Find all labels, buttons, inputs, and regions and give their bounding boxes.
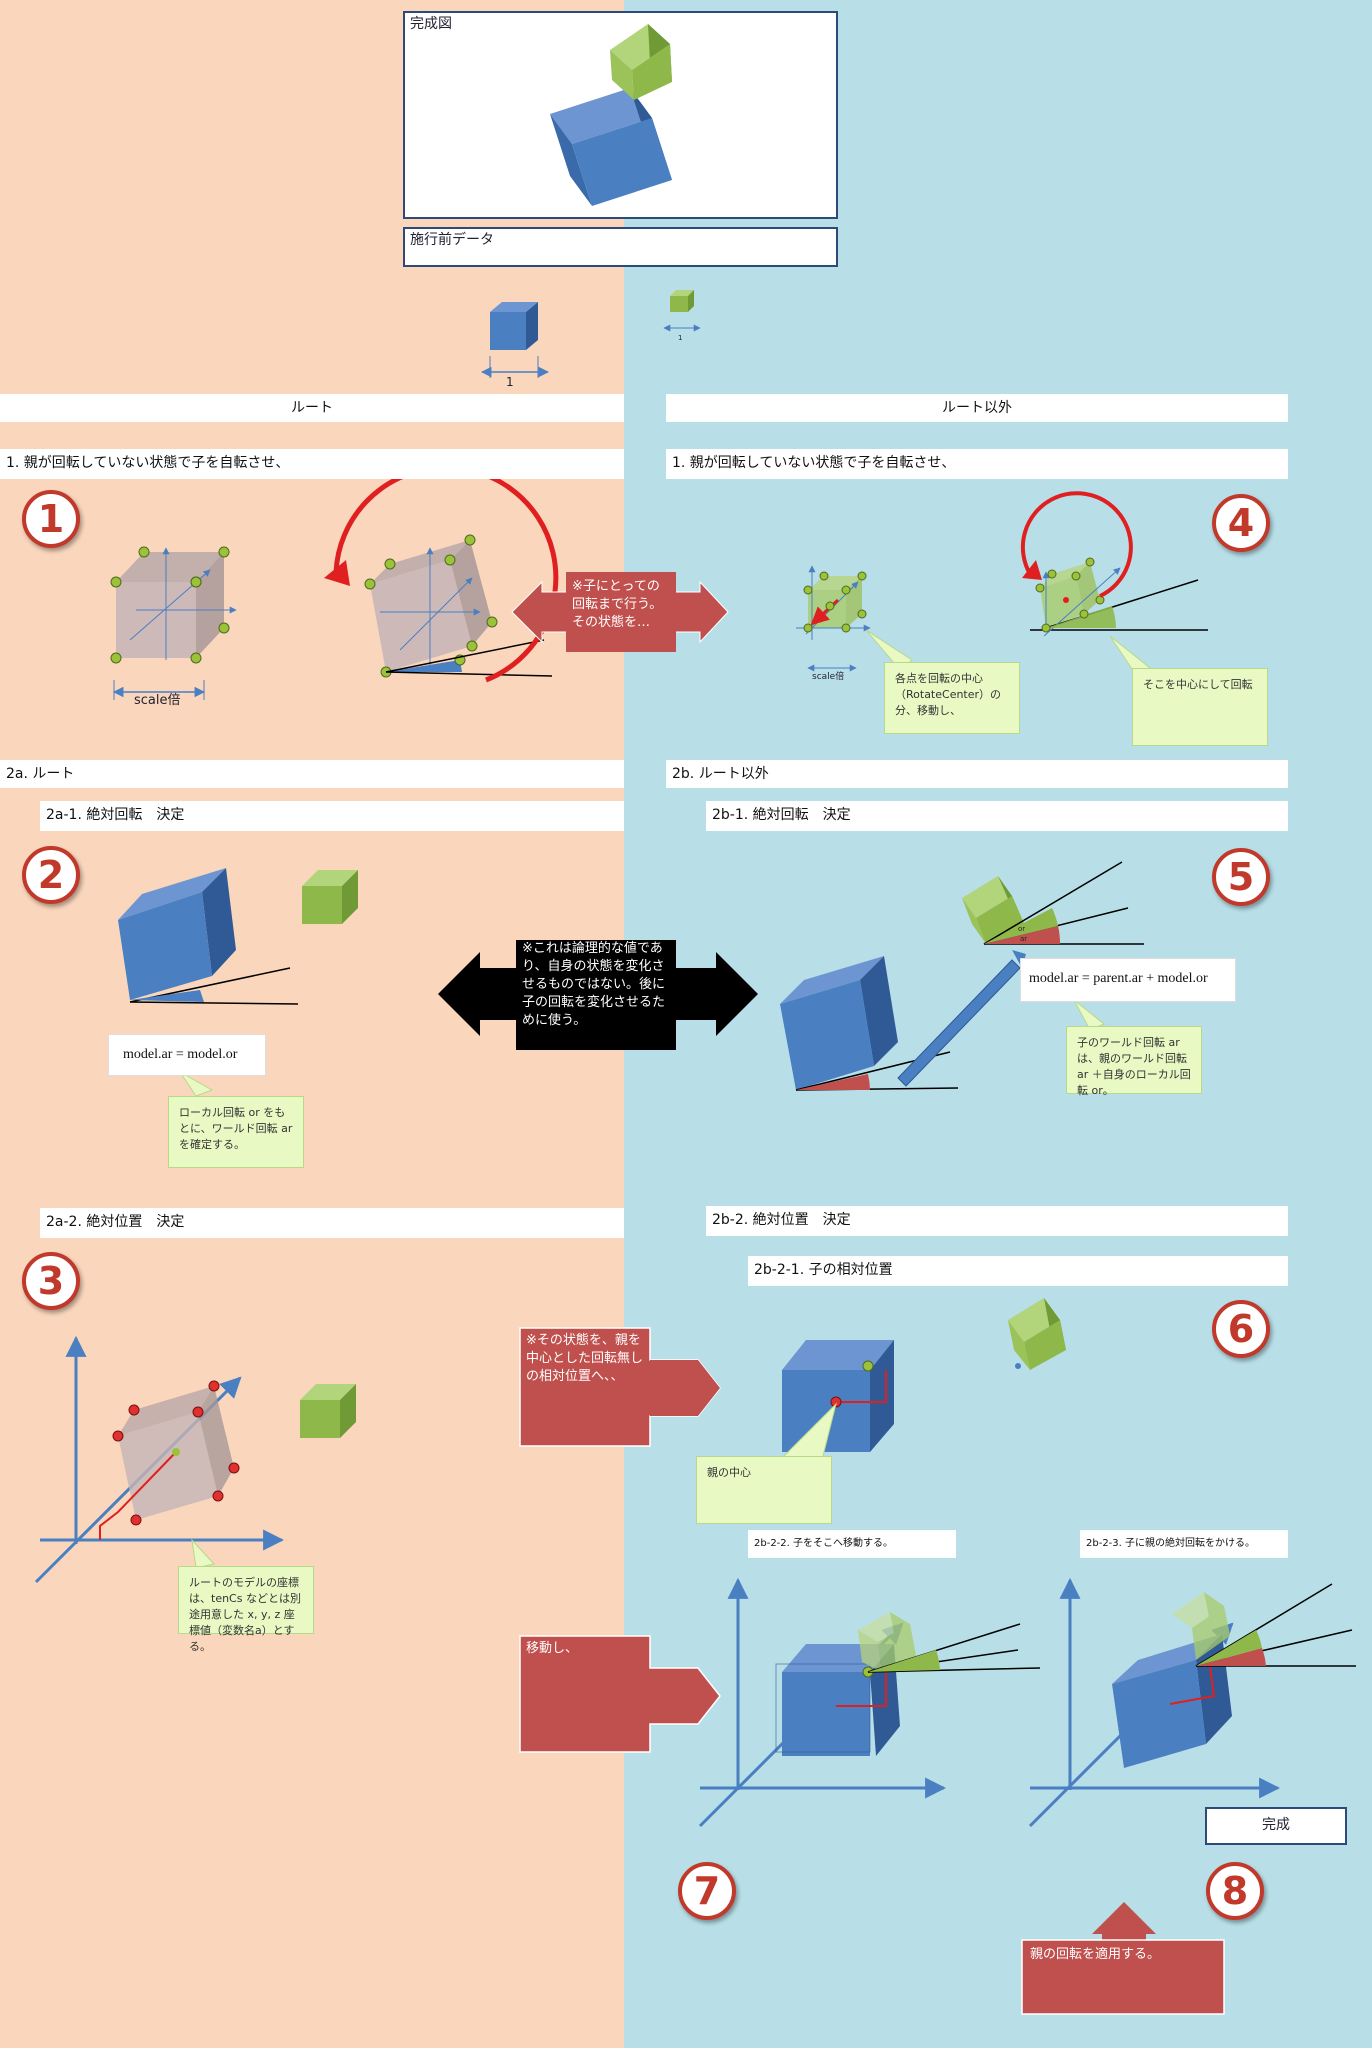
step3-relative-position: 2b-2-1. 子の相対位置 [748,1256,1288,1286]
completed-figure-label: 完成図 [410,16,452,32]
scale-label: scale倍 [134,693,181,708]
step-apply-label: 2b-2-3. 子に親の絶対回転をかける。 [1080,1530,1288,1558]
dimension-label-small: 1 [678,334,683,342]
relative-child-cube [1008,1298,1066,1370]
move-parent-cube [775,1644,900,1756]
pre-data-green-cube [670,290,694,312]
note-rotate-around: そこを中心にして回転 [1132,668,1268,746]
angle-ar-label: ar [1020,935,1028,943]
non-root-column-background [624,0,1372,2048]
step-badge-7: 7 [678,1862,736,1920]
apply-parent-cube [1112,1634,1232,1768]
step-badge-2: 2 [22,846,80,904]
step2-black-double-arrow [438,940,758,1050]
scale-label-small: scale倍 [812,672,845,682]
step1-left-title: 1. 親が回転していない状態で子を自転させ、 [0,449,624,479]
pre-data-label: 施行前データ [410,232,494,248]
child-vertices [803,571,867,633]
step3-left-sub: 2a-2. 絶対位置 決定 [40,1208,624,1238]
root-position-green-cube [300,1384,356,1438]
step2-left-sub: 2a-1. 絶対回転 決定 [40,801,624,831]
step2-arrow-text: ※これは論理的な値であり、自身の状態を変化させるものではない。後に子の回転を変化… [522,941,666,1028]
step1-arrow-text: ※子にとっての回転まで行う。その状態を… [572,579,663,630]
step-move-label: 2b-2-2. 子をそこへ移動する。 [748,1530,956,1558]
move-arrow [519,1635,721,1753]
relative-arrow-text: ※その状態を、親を中心とした回転無しの相対位置へ、、 [526,1333,644,1384]
pre-data-blue-cube [490,302,538,350]
note-root-coordinates: ルートのモデルの座標は、tenCs などとは別途用意した x, y, z 座標値… [178,1566,314,1653]
child-rotated-cube [1030,562,1208,637]
root-cube-vertices [110,546,230,664]
relative-parent-cube [782,1340,894,1452]
non-root-parent-cube [780,956,959,1091]
step2-right-sub: 2b-1. 絶対回転 決定 [706,801,1288,831]
done-label: 完成 [1262,1817,1290,1833]
completed-blue-cube [550,88,672,206]
move-arrow-text: 移動し、 [526,1641,579,1656]
root-rotated-cube [370,540,492,672]
step-badge-4: 4 [1212,494,1270,552]
apply-child-cube [1172,1592,1230,1660]
apply-up-arrow [1092,1902,1156,1946]
root-side-green-cube [302,870,358,924]
step2-right-title: 2b. ルート以外 [666,760,1288,788]
note-local-to-world: ローカル回転 or をもとに、ワールド回転 ar を確定する。 [168,1096,304,1168]
step-badge-1: 1 [22,490,80,548]
pre-data-frame [403,227,838,267]
step2-left-title: 2a. ルート [0,760,624,788]
non-root-child-cube [962,861,1144,945]
dimension-label: 1 [506,375,514,389]
apply-parent-box [1021,1939,1225,2015]
right-formula: model.ar = parent.ar + model.or [1020,958,1236,1002]
step-badge-6: 6 [1212,1300,1270,1358]
step1-arrow-body [566,572,676,652]
completed-green-cube [610,24,672,100]
note-parent-center: 親の中心 [696,1456,832,1524]
child-rotated-vertices [1035,557,1105,633]
column-header-non-root: ルート以外 [666,394,1288,422]
root-local-cube [116,547,237,660]
step1-right-title: 1. 親が回転していない状態で子を自転させ、 [666,449,1288,479]
step-badge-3: 3 [22,1252,80,1310]
note-child-world-rotation: 子のワールド回転 ar は、親のワールド回転 ar ＋自身のローカル回転 or。 [1066,1026,1202,1097]
root-rotated-vertices [364,534,498,678]
step-badge-5: 5 [1212,848,1270,906]
root-position-cube [99,1386,234,1540]
angle-or-label: or [1018,925,1026,933]
apply-parent-text: 親の回転を適用する。 [1030,1947,1161,1962]
step3-right-sub: 2b-2. 絶対位置 決定 [706,1206,1288,1236]
parent-to-child-arrow [897,959,1021,1087]
done-box [1205,1807,1347,1845]
column-header-root: ルート [0,394,624,422]
step-badge-8: 8 [1206,1862,1264,1920]
root-position-vertices [112,1380,240,1526]
note-rotate-center-move: 各点を回転の中心（RotateCenter）の分、移動し、 [884,662,1020,734]
left-formula: model.ar = model.or [108,1034,266,1076]
root-absolute-cube [118,868,299,1005]
